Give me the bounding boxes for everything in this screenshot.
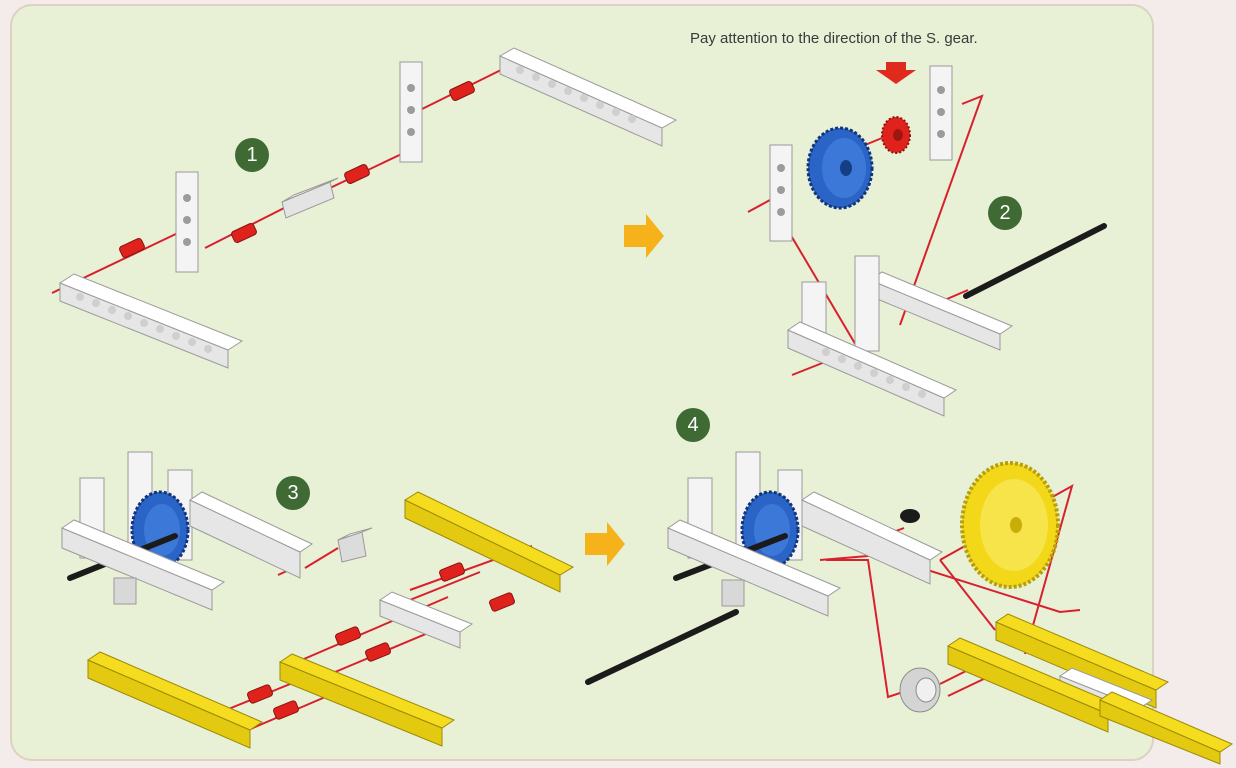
next-step-arrow-icon [585,522,625,566]
step2-assembly [747,62,1107,417]
beam-white-vertical-1 [175,171,199,273]
gear-icon [960,461,1060,589]
axle-icon [585,609,739,685]
axle-icon [963,223,1107,299]
beam-yellow-3 [278,653,456,747]
step3-frame [60,451,314,611]
beam-yellow-1 [403,491,575,593]
step1-assembly [51,47,678,369]
step-badge-2: 2 [988,196,1022,230]
pin-connector-icon [439,562,465,582]
pin-connector-icon [247,684,273,704]
beam-yellow-2 [86,651,264,749]
gear-icon [881,116,911,154]
attention-arrow-icon [876,62,916,84]
block-small [337,527,373,563]
beam-white-mid [378,591,474,649]
pin-connector-icon [344,163,370,185]
beam-white-long-2 [498,47,678,147]
beam-white-vertical-2 [399,61,423,163]
gear-direction-note: Pay attention to the direction of the S.… [690,30,978,47]
step2-frame [786,255,1014,417]
step-badge-1: 1 [235,138,269,172]
step-badge-4: 4 [676,408,710,442]
pin-connector-icon [231,222,257,244]
step-badge-3: 3 [276,476,310,510]
pin-connector-icon [365,642,391,662]
step4-assembly [585,451,1234,765]
beam-white-vertical-3 [769,144,793,242]
gear-icon [806,126,874,210]
step4-frame [666,451,944,617]
step3-assembly [60,451,575,749]
beam-yellow-6 [1098,691,1234,765]
bush-black [900,509,920,523]
pin-connector-icon [119,237,145,259]
beam-white-short [281,177,339,219]
pin-connector-icon [449,80,475,102]
next-step-arrow-icon [624,214,664,258]
pin-connector-icon [335,626,361,646]
instruction-panel [10,4,1154,761]
step1-connectors [119,80,475,259]
pin-connector-icon [489,592,515,612]
step1-guide-lines [51,67,506,294]
wheel-hub [899,667,941,713]
pin-connector-icon [273,700,299,720]
beam-white-vertical-4 [929,65,953,161]
step3-connectors [247,562,515,720]
beam-white-long-1 [58,273,244,369]
